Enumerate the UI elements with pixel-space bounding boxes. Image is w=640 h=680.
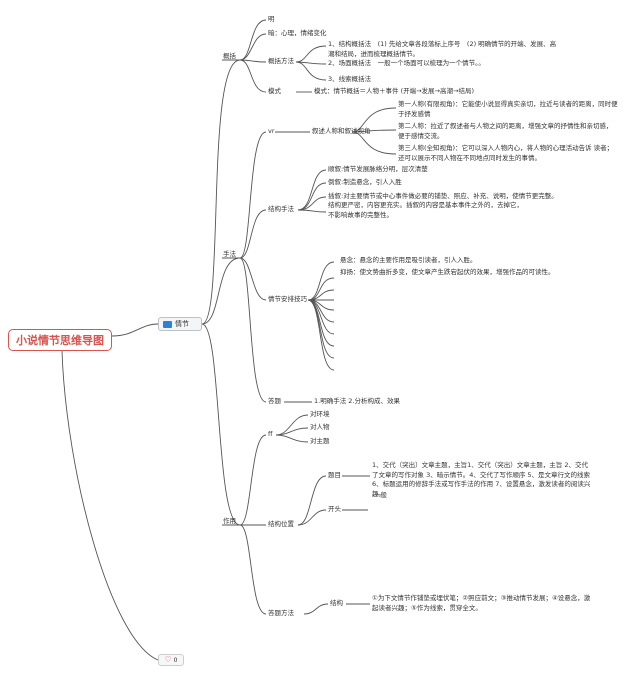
node-jiegou-text[interactable]: ①为下文情节作铺垫或埋伏笔；②照应前文；③推动情节发展；④设悬念，激起读者兴趣；… <box>372 594 591 612</box>
node-yiyang[interactable]: 抑扬：使文势曲折多变，使文章产生跌宕起伏的效果，增强作品的可读性。 <box>340 268 555 276</box>
node-gaikuo-fangfa[interactable]: 概括方法 <box>268 57 294 65</box>
node-rencheng-2[interactable]: 第二人称：拉近了叙述者与人物之间的距离，增强文章的抒情性和亲切感，便于感情交流。 <box>398 122 613 140</box>
node-dati-fangfa[interactable]: 答题方法 <box>268 609 294 617</box>
node-xuannian[interactable]: 悬念：悬念的主要作用是吸引读者，引人入胜。 <box>340 256 477 264</box>
node-an[interactable]: 暗：心理，情绪变化 <box>268 29 327 37</box>
node-timu-text[interactable]: 1、交代（突出）文章主题，主旨1、交代（突出）文章主题，主旨 2、交代了文章的写… <box>372 461 591 498</box>
branch-gaikuo[interactable]: 概括 <box>223 52 236 60</box>
favorite-badge[interactable]: ♡ 0 <box>158 654 184 666</box>
node-dui-renwu[interactable]: 对人物 <box>310 423 330 431</box>
node-yiban[interactable]: 一般 <box>374 491 387 499</box>
topic-node-qingjie[interactable]: 情节 <box>158 317 202 331</box>
node-timu[interactable]: 题目 <box>328 471 341 479</box>
node-dati-text[interactable]: 1.明确手法 2.分析构成、效果 <box>314 397 400 405</box>
node-chaxu[interactable]: 插叙:对主要情节或中心事件做必要的铺垫、照应、补充、说明，使情节更完整。 <box>328 192 558 200</box>
node-vr[interactable]: vr <box>268 127 275 135</box>
node-ff[interactable]: ff <box>268 430 273 438</box>
node-moshi[interactable]: 模式 <box>268 87 281 95</box>
node-ming[interactable]: 明 <box>268 15 275 23</box>
node-jiegou-weizhi[interactable]: 结构位置 <box>268 520 294 528</box>
root-node[interactable]: 小说情节思维导图 <box>8 329 112 351</box>
node-fangfa-2[interactable]: 2、场面概括法 一般一个场面可以梳理为一个情节。。 <box>328 59 485 67</box>
node-rencheng-1[interactable]: 第一人称(有限视角)：它能使小说显得真实亲切，拉近与读者的距离，同时便于抒发感情 <box>398 100 618 118</box>
node-xushu-shijiao[interactable]: 叙述人称和叙述视角 <box>312 127 371 135</box>
branch-shoufa[interactable]: 手法 <box>223 250 236 258</box>
node-jiegou-shoufa[interactable]: 结构手法 <box>268 205 294 213</box>
node-rencheng-3[interactable]: 第三人称(全知视角)：它可以深入人物内心，将人物的心理活动告诉 读者；还可以展示… <box>398 144 614 162</box>
root-title: 小说情节思维导图 <box>16 334 104 347</box>
node-buxu[interactable]: 结构更严密，内容更充实。插叙的内容是基本事件之外的，去掉它，不影响故事的完整性。 <box>328 201 523 219</box>
node-fangfa-1[interactable]: 1、结构概括法 (1) 先给文章各段落标上序号 (2) 明确情节的开端、发展、高… <box>328 40 557 58</box>
node-anpai-jiqiao[interactable]: 情节安排技巧 <box>268 295 307 303</box>
node-dui-zhuti[interactable]: 对主题 <box>310 437 330 445</box>
heart-icon: ♡ <box>164 655 172 664</box>
node-daoxu[interactable]: 倒叙:制造悬念，引人入胜 <box>328 178 402 186</box>
flag-icon <box>163 320 172 328</box>
topic-label: 情节 <box>175 320 189 328</box>
node-shunxu[interactable]: 顺叙:情节发展脉络分明，层次清楚 <box>328 165 428 173</box>
node-jiegou[interactable]: 结构 <box>330 599 343 607</box>
node-moshi-text[interactable]: 模式：情节概括＝人物＋事件 (开端→发展→高潮→结局) <box>314 87 474 95</box>
node-dati[interactable]: 答题 <box>268 397 281 405</box>
branch-zuoyong[interactable]: 作用 <box>223 517 236 525</box>
favorite-count: 0 <box>173 656 178 664</box>
node-fangfa-3[interactable]: 3、线索概括法 <box>328 75 372 83</box>
node-dui-huanjing[interactable]: 对环境 <box>310 410 330 418</box>
node-kaitou[interactable]: 开头 <box>328 505 341 513</box>
